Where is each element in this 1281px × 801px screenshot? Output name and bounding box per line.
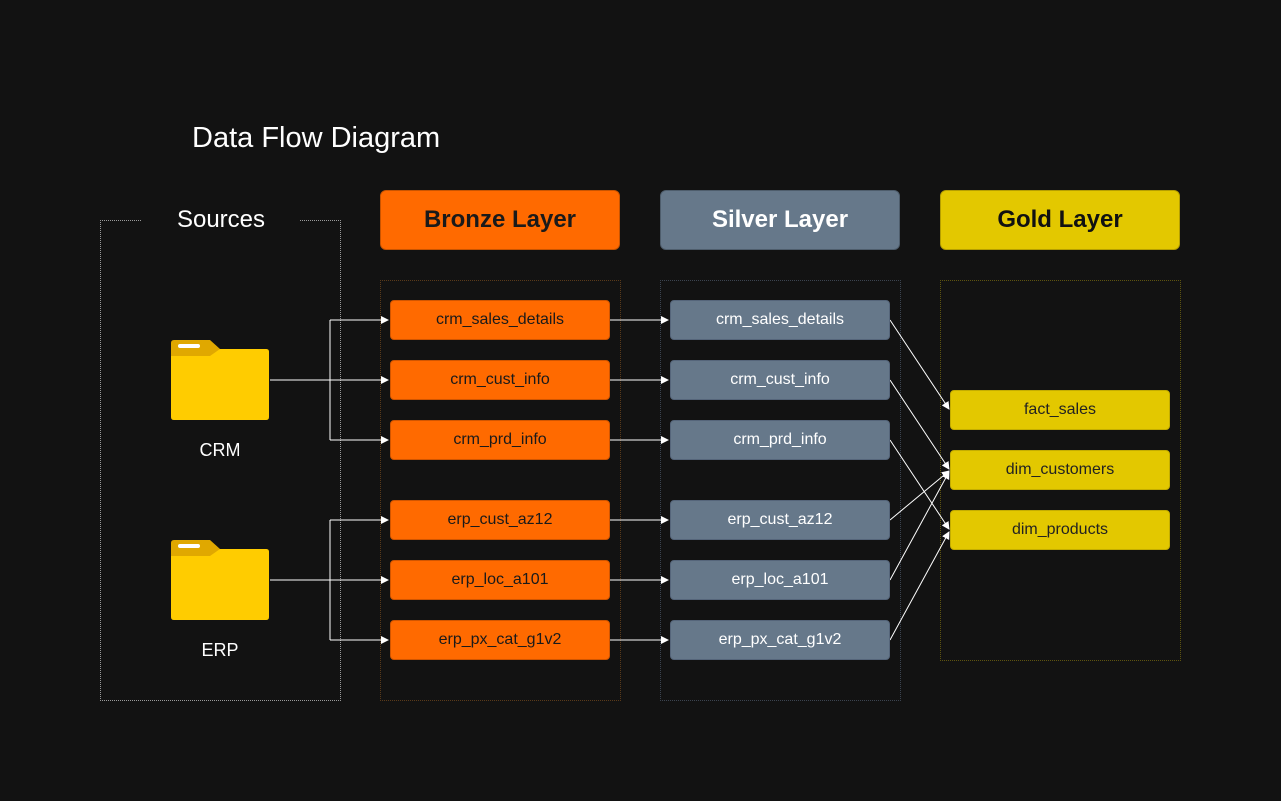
silver-table-node: erp_loc_a101 <box>670 560 890 600</box>
bronze-group <box>380 280 621 701</box>
bronze-table-node: erp_px_cat_g1v2 <box>390 620 610 660</box>
sources-heading: Sources <box>142 202 300 238</box>
bronze-table-node: crm_cust_info <box>390 360 610 400</box>
gold-group <box>940 280 1181 661</box>
link-silver-gold <box>889 319 950 410</box>
bronze-layer-header: Bronze Layer <box>380 190 620 250</box>
gold-table-node: dim_customers <box>950 450 1170 490</box>
silver-table-node: crm_sales_details <box>670 300 890 340</box>
gold-layer-header: Gold Layer <box>940 190 1180 250</box>
link-silver-gold <box>889 379 950 470</box>
gold-table-node: fact_sales <box>950 390 1170 430</box>
bronze-table-node: crm_prd_info <box>390 420 610 460</box>
bronze-table-node: erp_loc_a101 <box>390 560 610 600</box>
diagram-title: Data Flow Diagram <box>192 122 441 154</box>
silver-table-node: erp_px_cat_g1v2 <box>670 620 890 660</box>
silver-table-node: crm_cust_info <box>670 360 890 400</box>
bronze-table-node: crm_sales_details <box>390 300 610 340</box>
link-silver-gold <box>889 439 950 530</box>
link-silver-gold <box>889 471 950 581</box>
silver-table-node: erp_cust_az12 <box>670 500 890 540</box>
link-silver-gold <box>889 470 950 521</box>
silver-layer-header: Silver Layer <box>660 190 900 250</box>
source-label-erp: ERP <box>201 640 239 660</box>
gold-table-node: dim_products <box>950 510 1170 550</box>
link-silver-gold <box>889 531 950 641</box>
crm-folder-icon <box>170 339 270 421</box>
erp-folder-icon <box>170 539 270 621</box>
source-label-crm: CRM <box>199 440 241 460</box>
silver-table-node: crm_prd_info <box>670 420 890 460</box>
bronze-table-node: erp_cust_az12 <box>390 500 610 540</box>
silver-group <box>660 280 901 701</box>
